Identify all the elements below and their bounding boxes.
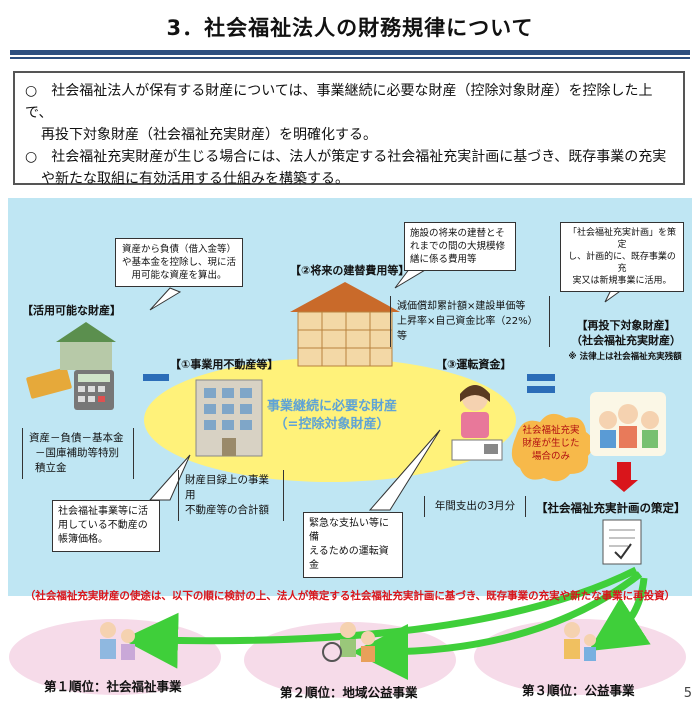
construction-house-icon — [290, 282, 400, 367]
formula-future-rebuild: 減価償却累計額×建設単価等 上昇率×自己資金比率（22%）等 — [390, 296, 550, 347]
note-available-line2: や基本金を控除し、現に活 — [121, 257, 236, 268]
formula-working-capital: 年間支出の3月分 — [424, 496, 526, 517]
callout-tail-working — [368, 429, 441, 511]
note-working-line1: 緊急な支払い等に備 — [309, 518, 389, 543]
equals-sign-top — [527, 374, 555, 381]
note-future-line1: 施設の将来の建替とそ — [410, 228, 505, 239]
office-building-icon — [195, 379, 263, 457]
rank1-label: 第１順位：社会福祉事業 — [44, 679, 182, 694]
note-realestate-line1: 社会福祉事業等に活 — [58, 506, 148, 517]
arising-bubble — [511, 413, 594, 482]
formula-future-line2: 上昇率×自己資金比率（22%）等 — [397, 316, 538, 342]
summary-line1a: ○ 社会福祉法人が保有する財産については、事業継続に必要な財産（控除対象財産）を… — [25, 83, 653, 121]
formula-realestate-line2: 不動産等の合計額 — [185, 504, 269, 516]
money-calculator-icon — [26, 322, 116, 410]
formula-available-line2: －国庫補助等特別 — [35, 447, 119, 459]
note-future-line2: れまでの間の大規模修 — [410, 241, 506, 252]
note-realestate-line2: 用している不動産の — [58, 520, 148, 531]
summary-line2b: や新たな取組に有効活用する仕組みを構築する。 — [41, 171, 349, 187]
note-plan-line1: 「社会福祉充実計画」を策定 — [567, 228, 676, 250]
label-reinvest-note: ※ 法律上は社会福祉充実残額 — [568, 352, 682, 362]
note-future-line3: 繕に係る費用等 — [410, 254, 477, 265]
label-reinvest-assets: 【再投下対象財産】 （社会福祉充実財産） — [568, 318, 684, 348]
note-available-line1: 資産から負債（借入金等） — [121, 244, 236, 255]
bubble-arising-text: 社会福祉充実 財産が生じた 場合のみ — [520, 424, 582, 463]
arrow-to-rank1 — [122, 566, 638, 669]
usage-order-note: （社会福祉充実財産の使途は、以下の順に検討の上、法人が策定する社会福祉充実計画に… — [24, 590, 676, 602]
formula-available-line3: 積立金 — [35, 462, 67, 474]
page-title: 3．社会福祉法人の財務規律について — [166, 16, 534, 40]
center-label-line1: 事業継続に必要な財産 — [266, 399, 397, 414]
label-available-assets: 【活用可能な財産】 — [22, 304, 121, 317]
title-rule-thin — [10, 57, 690, 59]
formula-working-line1: 年間支出の3月分 — [434, 500, 516, 512]
community-people-icon — [322, 622, 375, 662]
note-working-line2: えるための運転資金 — [309, 546, 389, 571]
note-plan-line3: 実又は新規事業に活用。 — [572, 276, 672, 286]
arrow-to-rank2 — [352, 571, 643, 680]
note-working-capital: 緊急な支払い等に備 えるための運転資金 — [303, 512, 403, 578]
label-reinvest-line2: （社会福祉充実財産） — [571, 334, 681, 347]
rank2-label: 第２順位：地域公益事業 — [280, 685, 418, 700]
formula-business-realestate: 財産目録上の事業用 不動産等の合計額 — [178, 470, 284, 521]
note-available-assets: 資産から負債（借入金等） や基本金を控除し、現に活 用可能な資産を算出。 — [115, 238, 243, 287]
bubble-line3: 場合のみ — [531, 451, 570, 462]
equals-sign-bottom — [527, 386, 555, 393]
office-worker-icon — [451, 385, 503, 461]
label-working-capital: 【③運転資金】 — [436, 358, 512, 371]
center-label: 事業継続に必要な財産 （=控除対象財産） — [252, 398, 412, 434]
happy-people-icon — [590, 392, 666, 456]
callout-tail-available — [149, 287, 182, 311]
bubble-line2: 財産が生じた — [522, 438, 580, 449]
public-people-icon — [564, 622, 596, 661]
label-future-rebuild: 【②将来の建替費用等】 — [290, 264, 410, 277]
minus-sign — [143, 374, 169, 381]
note-business-realestate: 社会福祉事業等に活 用している不動産の 帳簿価格。 — [52, 500, 160, 552]
summary-line2a: ○ 社会福祉充実財産が生じる場合には、法人が策定する社会福祉充実計画に基づき、既… — [25, 149, 667, 165]
summary-box: ○ 社会福祉法人が保有する財産については、事業継続に必要な財産（控除対象財産）を… — [13, 71, 685, 187]
note-realestate-line3: 帳簿価格。 — [58, 534, 108, 545]
rank3-label: 第３順位：公益事業 — [522, 683, 635, 698]
arrow-to-rank3 — [588, 577, 651, 652]
label-reinvest-line1: 【再投下対象財産】 — [576, 319, 676, 332]
title-rule — [10, 50, 690, 55]
label-business-realestate: 【①事業用不動産等】 — [170, 358, 279, 371]
formula-available-assets: 資産－負債－基本金 －国庫補助等特別 積立金 — [22, 428, 134, 479]
care-people-icon — [100, 622, 135, 660]
note-enhancement-plan: 「社会福祉充実計画」を策定 し、計画的に、既存事業の充 実又は新規事業に活用。 — [560, 222, 684, 292]
bubble-line1: 社会福祉充実 — [522, 425, 580, 436]
formula-available-line1: 資産－負債－基本金 — [29, 432, 124, 444]
formula-future-line1: 減価償却累計額×建設単価等 — [397, 301, 526, 312]
callout-tail-realestate — [148, 454, 191, 501]
page-number: 5 — [683, 686, 692, 701]
center-label-line2: （=控除対象財産） — [274, 417, 390, 432]
label-plan-formulation: 【社会福祉充実計画の策定】 — [536, 501, 686, 515]
formula-realestate-line1: 財産目録上の事業用 — [185, 474, 269, 501]
plan-down-arrow — [610, 462, 638, 492]
note-future-rebuild: 施設の将来の建替とそ れまでの間の大規模修 繕に係る費用等 — [404, 222, 516, 271]
plan-document-icon — [602, 519, 642, 565]
summary-line1b: 再投下対象財産（社会福祉充実財産）を明確化する。 — [41, 127, 377, 143]
note-plan-line2: し、計画的に、既存事業の充 — [568, 252, 676, 274]
note-available-line3: 用可能な資産を算出。 — [131, 270, 227, 281]
